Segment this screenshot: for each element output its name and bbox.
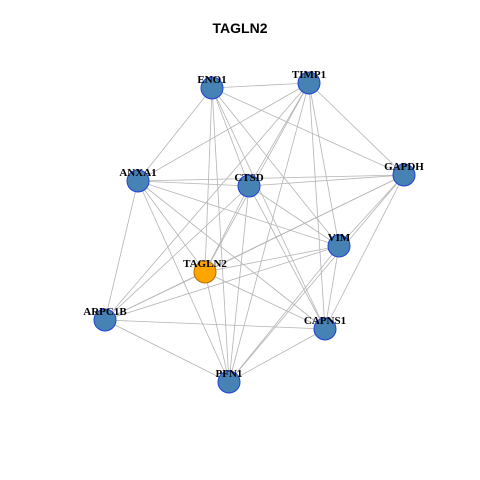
node-circle-eno1 <box>200 76 224 100</box>
edge-eno1-tagln2 <box>204 87 213 273</box>
edge-arpc1b-pfn1 <box>104 319 230 383</box>
edge-eno1-ctsd <box>211 87 250 187</box>
node-circle-timp1 <box>297 71 321 95</box>
node-label-arpc1b: ARPC1B <box>83 306 127 318</box>
node-anxa1: ANXA1 <box>119 167 157 193</box>
node-timp1: TIMP1 <box>292 69 326 95</box>
edge-ctsd-arpc1b <box>104 185 250 321</box>
edge-ctsd-vim <box>248 185 340 247</box>
edge-vim-tagln2 <box>204 245 340 273</box>
node-label-tagln2: TAGLN2 <box>183 258 227 270</box>
node-label-capns1: CAPNS1 <box>304 315 346 327</box>
node-circle-pfn1 <box>217 370 241 394</box>
edge-timp1-ctsd <box>248 82 310 187</box>
node-label-gapdh: GAPDH <box>384 161 424 173</box>
node-capns1: CAPNS1 <box>304 315 346 341</box>
edge-vim-capns1 <box>324 245 340 330</box>
edge-capns1-pfn1 <box>228 328 326 383</box>
edge-ctsd-tagln2 <box>204 185 250 273</box>
node-circle-ctsd <box>237 174 261 198</box>
node-label-vim: VIM <box>328 232 351 244</box>
node-label-eno1: ENO1 <box>197 74 226 86</box>
edge-anxa1-gapdh <box>137 174 405 182</box>
node-circle-vim <box>327 234 351 258</box>
node-label-timp1: TIMP1 <box>292 69 326 81</box>
edge-tagln2-capns1 <box>204 271 326 330</box>
edge-eno1-capns1 <box>211 87 326 330</box>
edge-timp1-capns1 <box>308 82 326 330</box>
edge-gapdh-vim <box>338 174 405 247</box>
edge-vim-pfn1 <box>228 245 340 383</box>
edge-vim-arpc1b <box>104 245 340 321</box>
edge-eno1-timp1 <box>211 82 310 89</box>
edge-timp1-vim <box>308 82 340 247</box>
diagram-title: TAGLN2 <box>212 20 268 36</box>
node-circle-capns1 <box>313 317 337 341</box>
node-circle-tagln2 <box>193 260 217 284</box>
edge-anxa1-arpc1b <box>104 180 139 321</box>
edge-eno1-vim <box>211 87 340 247</box>
edge-ctsd-gapdh <box>248 174 405 187</box>
node-vim: VIM <box>327 232 351 258</box>
node-circle-gapdh <box>392 163 416 187</box>
node-circle-arpc1b <box>93 308 117 332</box>
edge-gapdh-capns1 <box>324 174 405 330</box>
edge-anxa1-tagln2 <box>137 180 206 273</box>
node-arpc1b: ARPC1B <box>83 306 127 332</box>
edge-timp1-anxa1 <box>137 82 310 182</box>
node-tagln2: TAGLN2 <box>183 258 227 284</box>
node-label-pfn1: PFN1 <box>216 368 243 380</box>
edge-timp1-tagln2 <box>204 82 310 273</box>
node-circle-anxa1 <box>126 169 150 193</box>
edge-eno1-pfn1 <box>211 87 230 383</box>
edge-tagln2-pfn1 <box>204 271 230 383</box>
edge-eno1-gapdh <box>211 87 405 176</box>
edge-timp1-gapdh <box>308 82 405 176</box>
edge-timp1-arpc1b <box>104 82 310 321</box>
node-ctsd: CTSD <box>234 172 264 198</box>
edge-layer <box>104 82 405 383</box>
edge-ctsd-pfn1 <box>228 185 250 383</box>
edge-anxa1-vim <box>137 180 340 247</box>
edge-anxa1-ctsd <box>137 180 250 187</box>
edge-eno1-anxa1 <box>137 87 213 182</box>
node-pfn1: PFN1 <box>216 368 243 394</box>
node-label-ctsd: CTSD <box>234 172 263 184</box>
node-gapdh: GAPDH <box>384 161 424 187</box>
edge-ctsd-capns1 <box>248 185 326 330</box>
edge-timp1-pfn1 <box>228 82 310 383</box>
node-label-anxa1: ANXA1 <box>119 167 156 179</box>
edge-gapdh-pfn1 <box>228 174 405 383</box>
edge-tagln2-arpc1b <box>104 271 206 321</box>
edge-arpc1b-capns1 <box>104 319 326 330</box>
node-eno1: ENO1 <box>197 74 227 100</box>
edge-anxa1-capns1 <box>137 180 326 330</box>
